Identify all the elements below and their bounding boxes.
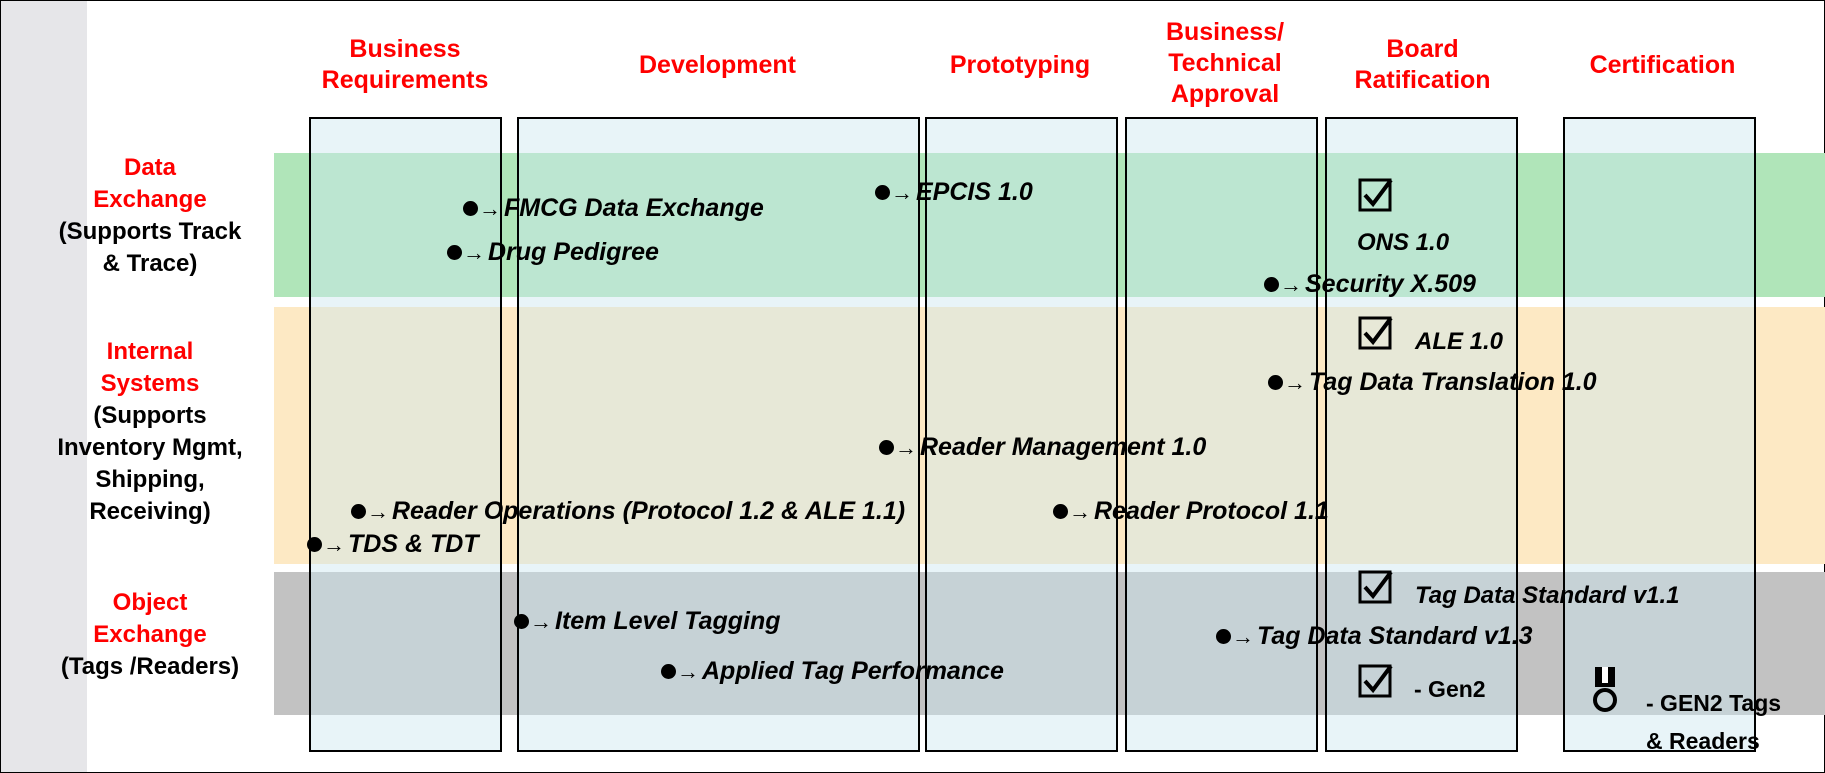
bullet-arrow-icon (661, 664, 676, 679)
item-label: Item Level Tagging (555, 607, 781, 635)
arrow-icon: → (1280, 271, 1302, 297)
item-label: TDS & TDT (348, 530, 479, 558)
column-development (517, 117, 920, 752)
row-subtitle-data-exchange: (Supports Track& Trace) (58, 218, 242, 277)
item-fmcg-data-exchange: → FMCG Data Exchange (463, 194, 764, 223)
ratified-gen2: - Gen2 (1414, 676, 1486, 702)
ratified-ale: ALE 1.0 (1415, 328, 1504, 355)
ratified-ons: ONS 1.0 (1357, 229, 1450, 256)
item-label: Reader Management 1.0 (920, 433, 1207, 461)
arrow-icon: → (1069, 498, 1091, 524)
column-prototyping (925, 117, 1118, 752)
item-security-x509: → Security X.509 (1264, 270, 1476, 299)
left-margin-bar (1, 1, 87, 772)
bullet-arrow-icon (351, 504, 366, 519)
bullet-arrow-icon (307, 537, 322, 552)
column-certification (1563, 117, 1756, 752)
item-label: Tag Data Standard v1.3 (1257, 622, 1533, 650)
medal-icon (1591, 666, 1619, 719)
bullet-arrow-icon (875, 185, 890, 200)
row-band-object-exchange (274, 572, 1825, 715)
item-label: FMCG Data Exchange (504, 194, 764, 222)
checkbox-check-icon (1358, 570, 1394, 606)
arrow-icon: → (1284, 369, 1306, 395)
item-item-level-tagging: → Item Level Tagging (514, 607, 781, 636)
certified-gen2-tags-readers: - GEN2 Tags& Readers (1646, 690, 1782, 754)
item-drug-pedigree: → Drug Pedigree (447, 238, 659, 267)
row-band-internal-systems (274, 307, 1825, 564)
arrow-icon: → (479, 195, 501, 221)
item-reader-protocol: → Reader Protocol 1.1 (1053, 497, 1329, 526)
item-label: Reader Protocol 1.1 (1094, 497, 1329, 525)
arrow-icon: → (463, 239, 485, 265)
bullet-arrow-icon (1216, 629, 1231, 644)
checkbox-check-icon (1358, 664, 1394, 700)
item-label: EPCIS 1.0 (916, 178, 1033, 206)
arrow-icon: → (323, 531, 345, 557)
row-subtitle-object-exchange: (Tags /Readers) (60, 653, 240, 680)
bullet-arrow-icon (1268, 375, 1283, 390)
item-reader-operations: → Reader Operations (Protocol 1.2 & ALE … (351, 497, 905, 526)
item-tag-data-standard-v13: → Tag Data Standard v1.3 (1216, 622, 1533, 651)
item-label: Applied Tag Performance (702, 657, 1004, 685)
bullet-arrow-icon (514, 614, 529, 629)
arrow-icon: → (891, 179, 913, 205)
item-tds-tdt: → TDS & TDT (307, 530, 479, 559)
arrow-icon: → (1232, 623, 1254, 649)
row-band-data-exchange (274, 153, 1825, 297)
checkbox-check-icon (1358, 178, 1394, 214)
bullet-arrow-icon (1053, 504, 1068, 519)
ratified-tag-data-standard-v11: Tag Data Standard v1.1 (1415, 582, 1680, 609)
bullet-arrow-icon (447, 245, 462, 260)
bullet-arrow-icon (463, 201, 478, 216)
item-tag-data-translation: → Tag Data Translation 1.0 (1268, 368, 1597, 397)
phase-header-prototyping: Prototyping (949, 51, 1091, 79)
column-board-ratification (1325, 117, 1518, 752)
item-label: Reader Operations (Protocol 1.2 & ALE 1.… (392, 497, 906, 525)
arrow-icon: → (367, 498, 389, 524)
checkbox-check-icon (1358, 316, 1394, 352)
column-business-technical-approval (1125, 117, 1318, 752)
item-reader-management: → Reader Management 1.0 (879, 433, 1206, 462)
column-business-requirements (309, 117, 502, 752)
item-label: Drug Pedigree (488, 238, 659, 266)
phase-header-certification: Certification (1589, 51, 1736, 79)
phase-header-development: Development (639, 51, 796, 79)
item-applied-tag-performance: → Applied Tag Performance (661, 657, 1004, 686)
bullet-arrow-icon (879, 440, 894, 455)
item-label: Security X.509 (1305, 270, 1476, 298)
arrow-icon: → (895, 434, 917, 460)
bullet-arrow-icon (1264, 277, 1279, 292)
item-epcis: → EPCIS 1.0 (875, 178, 1033, 207)
arrow-icon: → (677, 658, 699, 684)
item-label: Tag Data Translation 1.0 (1309, 368, 1597, 396)
arrow-icon: → (530, 608, 552, 634)
